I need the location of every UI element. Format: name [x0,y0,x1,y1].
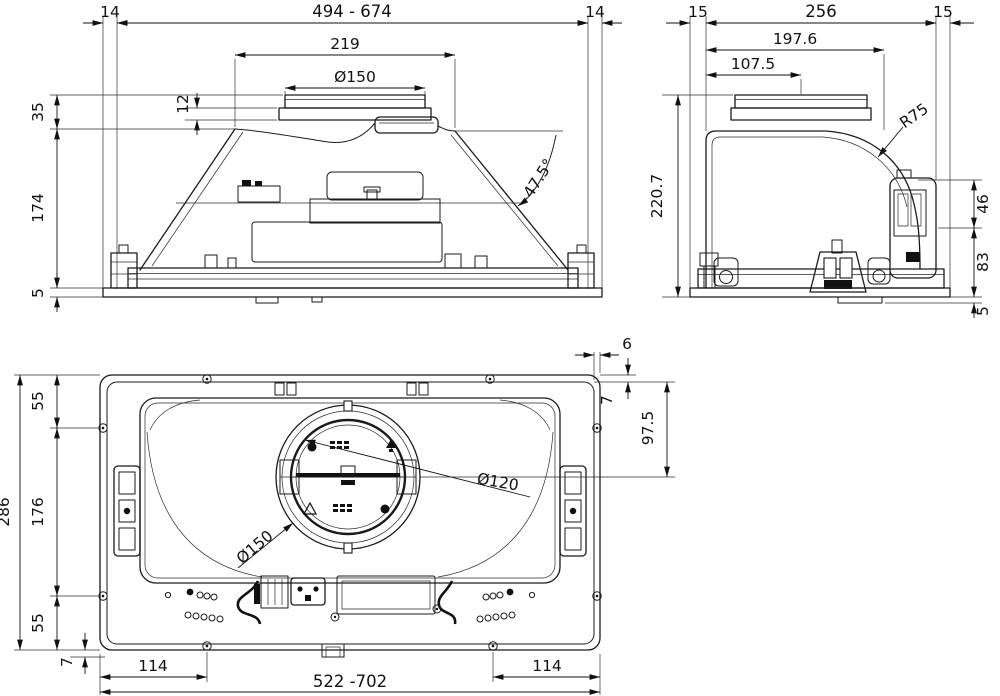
front-spring-clip-left [110,244,138,289]
power-cord-left [236,580,262,625]
power-cord-right [437,580,457,625]
dim-side-right-overhang: 15 [933,3,953,21]
dim-front-right-offset: 14 [585,3,605,21]
dim-side-flange-thickness: 5 [974,306,992,316]
front-view: 14 494 - 674 14 219 Ø150 12 35 174 5 47 [29,2,622,312]
power-socket [290,577,326,606]
dim-front-duct-diameter: Ø150 [334,68,376,86]
screw-holes [98,374,602,651]
side-view: 15 256 15 197.6 107.5 220.7 R75 46 83 5 [648,2,992,318]
dim-front-width-range: 494 - 674 [312,2,391,21]
dim-front-body-height: 174 [29,193,47,223]
dim-bottom-inner-diameter: Ø120 [476,470,520,495]
side-mounting-bracket [713,239,891,293]
dim-bottom-edge-lip: 6 [622,335,632,353]
front-spring-clip-right [567,244,595,289]
stamp-tree-icon [386,439,396,448]
cable-clamp [260,575,289,609]
stamp-text-icon [330,441,352,512]
dim-bottom-tab-offset: 7 [58,657,76,667]
dim-side-depth: 256 [805,2,837,21]
dim-front-slope-angle: 47.5° [520,156,558,201]
side-body [697,130,945,289]
dim-front-flange-thickness: 5 [29,288,47,298]
dim-bottom-depth-overall: 286 [0,497,13,527]
stamp-dot-icon [307,442,317,452]
front-base-flange [102,287,603,304]
dim-bottom-screw-left: 114 [138,657,168,675]
dim-bottom-screw-right: 114 [532,657,562,675]
side-duct-collar [730,94,872,121]
dim-bottom-bracket-spacing: 176 [29,497,47,527]
bottom-outer-frame [99,374,601,651]
stamp-triangle-icon [302,501,318,515]
dim-front-collar-height: 35 [29,102,47,122]
dim-bottom-duct-center: 97.5 [639,411,657,446]
dim-side-corner-radius: R75 [896,100,931,132]
front-blower-assembly [237,171,443,263]
bottom-duct-opening [275,400,421,554]
dim-side-box-height: 46 [974,194,992,214]
stamp-dot-icon [380,504,390,514]
dim-front-left-offset: 14 [100,3,120,21]
dim-front-collar-step: 12 [174,94,192,114]
dim-side-duct-center: 107.5 [731,55,775,73]
front-filter-band [127,253,579,289]
front-hood-body [139,128,569,271]
bottom-view: Ø120 Ø150 [0,335,675,695]
dim-side-total-height: 220.7 [648,174,666,218]
bottom-hinge-slots [274,382,429,396]
dim-side-lower-height: 83 [974,252,992,272]
dim-bottom-liner-inset: 7 [598,395,616,405]
side-base-plate [689,287,951,304]
dim-side-body-depth: 197.6 [773,30,817,48]
dim-bottom-bracket-bottom: 55 [29,613,47,633]
dim-front-top-width: 219 [330,35,360,53]
dim-bottom-width-range: 522 -702 [313,672,387,691]
dim-bottom-outer-diameter: Ø150 [233,527,277,568]
side-terminal-box [889,169,937,279]
bottom-bracket-right [559,465,587,557]
bottom-bracket-left [113,465,141,557]
front-duct-collar [234,94,456,143]
dim-bottom-bracket-top: 55 [29,391,47,411]
ballast-box [330,575,442,622]
dim-side-left-overhang: 15 [688,3,708,21]
bottom-electrical-strip [164,575,536,658]
